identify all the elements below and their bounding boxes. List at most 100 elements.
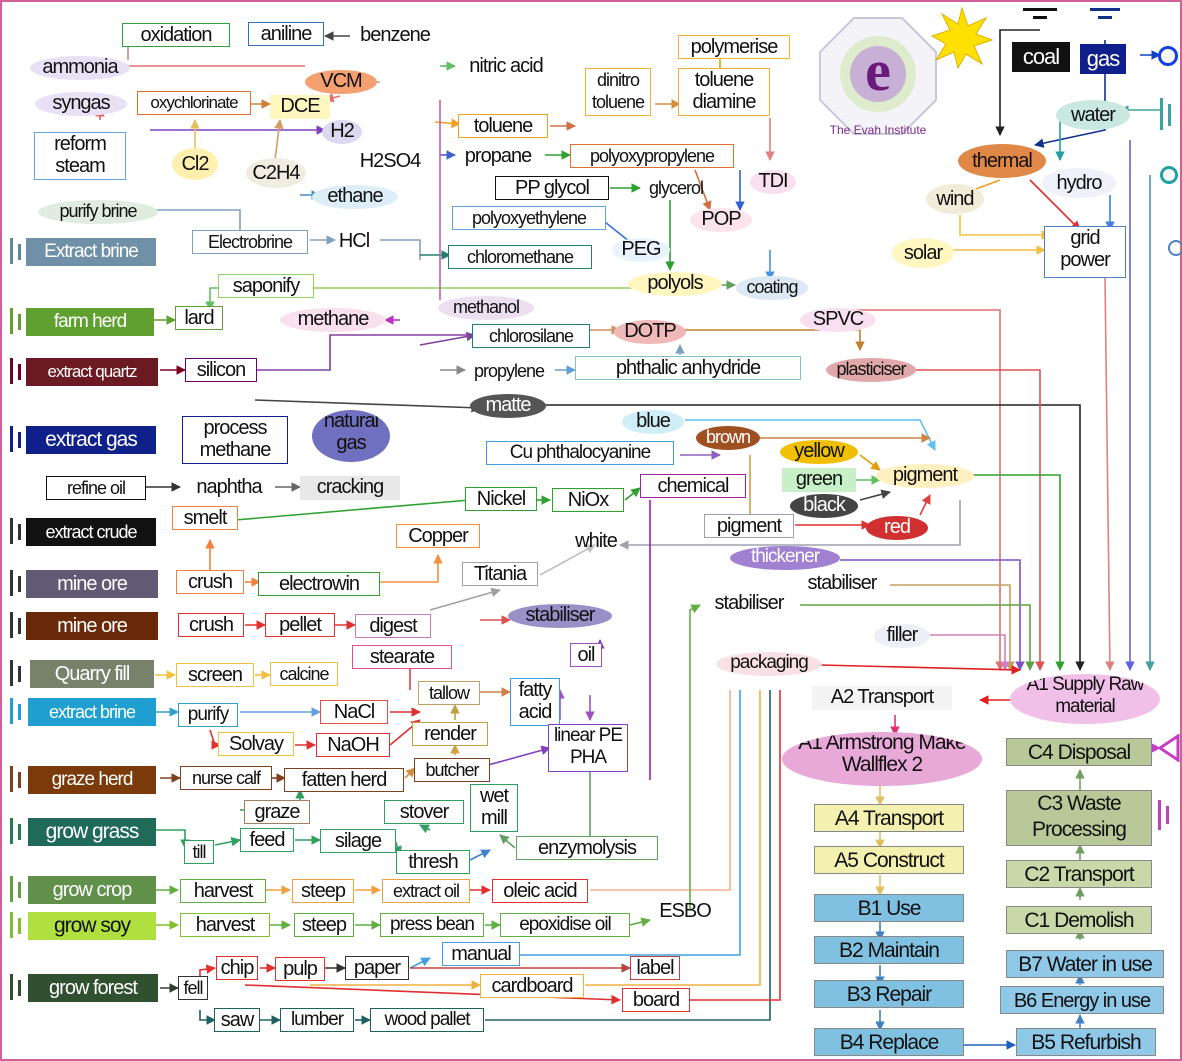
node-polyols: polyols — [628, 272, 722, 296]
node-thermal: thermal — [958, 144, 1046, 178]
source-farm-herd: farm herd — [26, 308, 154, 336]
node-crush-1: crush — [176, 570, 244, 594]
source-tick — [10, 912, 13, 938]
source-tick — [10, 818, 13, 844]
node-epoxidise-oil: epoxidise oil — [500, 913, 630, 937]
node-h2: H2 — [322, 120, 362, 144]
source-tick — [18, 432, 21, 448]
node-packaging: packaging — [716, 652, 822, 676]
node-reform-steam: reform steam — [34, 132, 126, 180]
node-blue: blue — [622, 410, 684, 434]
source-tick — [10, 308, 13, 334]
node-harvest-1: harvest — [180, 879, 266, 903]
node-stover: stover — [384, 800, 464, 824]
node-purify-brine: purify brine — [38, 200, 158, 224]
node-polyoxyethylene: polyoxyethylene — [452, 206, 606, 230]
node-pigment-main: pigment — [876, 464, 974, 488]
node-fell: fell — [178, 976, 208, 1000]
node-h2so4: H2SO4 — [359, 150, 422, 172]
stage-b6-energy: B6 Energy in use — [1000, 986, 1164, 1014]
evah-institute-logo: e The Evah Institute — [814, 12, 942, 140]
node-steep-2: steep — [294, 913, 354, 937]
node-aniline: aniline — [248, 22, 324, 46]
node-electrowin: electrowin — [258, 572, 380, 596]
node-label: label — [630, 956, 680, 980]
node-a1-make: A1 Armstrong Make Wallflex 2 — [782, 732, 982, 786]
source-tick — [18, 704, 21, 720]
node-saw: saw — [214, 1008, 260, 1032]
source-tick — [10, 698, 13, 724]
node-pulp: pulp — [275, 957, 325, 981]
source-tick — [10, 518, 13, 544]
source-tick — [18, 772, 21, 788]
stage-b1-use: B1 Use — [814, 894, 964, 922]
source-quarry-fill: Quarry fill — [30, 660, 154, 688]
source-grow-soy: grow soy — [28, 912, 156, 940]
node-white: white — [575, 530, 618, 552]
source-tick — [10, 660, 13, 686]
stage-c1-demolish: C1 Demolish — [1006, 906, 1152, 934]
node-natural-gas: natural gas — [312, 410, 390, 462]
node-solar: solar — [892, 238, 954, 268]
source-graze-herd: graze herd — [28, 766, 156, 794]
node-oxidation: oxidation — [122, 23, 230, 47]
node-butcher: butcher — [414, 758, 490, 782]
node-smelt: smelt — [172, 506, 238, 530]
node-pop: POP — [690, 208, 752, 232]
node-a2-transport: A2 Transport — [812, 686, 952, 710]
node-pp-glycol: PP glycol — [495, 176, 609, 200]
source-gas: gas — [1080, 44, 1126, 74]
stage-b4-replace: B4 Replace — [814, 1028, 964, 1056]
node-stabiliser-mid: stabiliser — [714, 592, 785, 614]
node-propylene: propylene — [473, 361, 545, 381]
source-extract-gas: extract gas — [26, 426, 156, 454]
stage-c3-waste: C3 Waste Processing — [1006, 790, 1152, 846]
node-silage: silage — [320, 829, 396, 853]
node-grid-power: grid power — [1044, 226, 1126, 278]
node-digest: digest — [355, 614, 431, 638]
node-nacl: NaCl — [320, 700, 388, 724]
disposal-sink-icon — [1158, 734, 1180, 762]
node-naoh: NaOH — [316, 733, 390, 757]
node-green: green — [782, 468, 856, 492]
node-filler: filler — [874, 624, 930, 648]
node-phthalic-anhydride: phthalic anhydride — [575, 356, 801, 380]
node-ethane: ethane — [312, 185, 398, 209]
source-tick — [18, 314, 21, 330]
node-coating: coating — [736, 276, 808, 300]
node-wood-pallet: wood pallet — [370, 1008, 484, 1032]
node-stabiliser-top: stabiliser — [807, 572, 878, 594]
source-tick — [10, 766, 13, 792]
node-cu-phthalocyanine: Cu phthalocyanine — [486, 441, 674, 465]
waste-source-bar — [1166, 806, 1169, 824]
node-nickel: Nickel — [465, 487, 537, 511]
node-nurse-calf: nurse calf — [180, 766, 272, 790]
coal-source-bar — [1033, 16, 1047, 19]
source-grow-grass: grow grass — [28, 818, 156, 846]
source-tick — [10, 612, 13, 638]
gas-output-icon — [1158, 46, 1178, 66]
node-titania: Titania — [462, 562, 538, 586]
node-cracking: cracking — [300, 476, 400, 500]
node-chip: chip — [216, 956, 258, 980]
node-dotp: DOTP — [614, 320, 686, 344]
gas-source-bar — [1098, 16, 1112, 19]
waste-source-icon — [1158, 800, 1161, 830]
source-tick — [18, 666, 21, 682]
source-grow-crop: grow crop — [28, 876, 156, 904]
node-plasticiser: plasticiser — [826, 358, 916, 382]
node-peg: PEG — [612, 238, 670, 262]
node-purify: purify — [178, 703, 238, 727]
source-tick — [18, 618, 21, 634]
node-spvc: SPVC — [800, 308, 876, 332]
water-source-icon — [1160, 98, 1163, 130]
node-methanol: methanol — [438, 296, 534, 320]
power-output-icon — [1168, 240, 1182, 256]
source-tick — [18, 364, 21, 380]
node-hcl: HCl — [338, 230, 370, 252]
stage-a5-construct: A5 Construct — [814, 846, 964, 874]
node-lard: lard — [175, 306, 223, 330]
node-syngas: syngas — [35, 92, 127, 116]
source-tick — [18, 980, 21, 996]
source-extract-crude: extract crude — [26, 518, 156, 546]
